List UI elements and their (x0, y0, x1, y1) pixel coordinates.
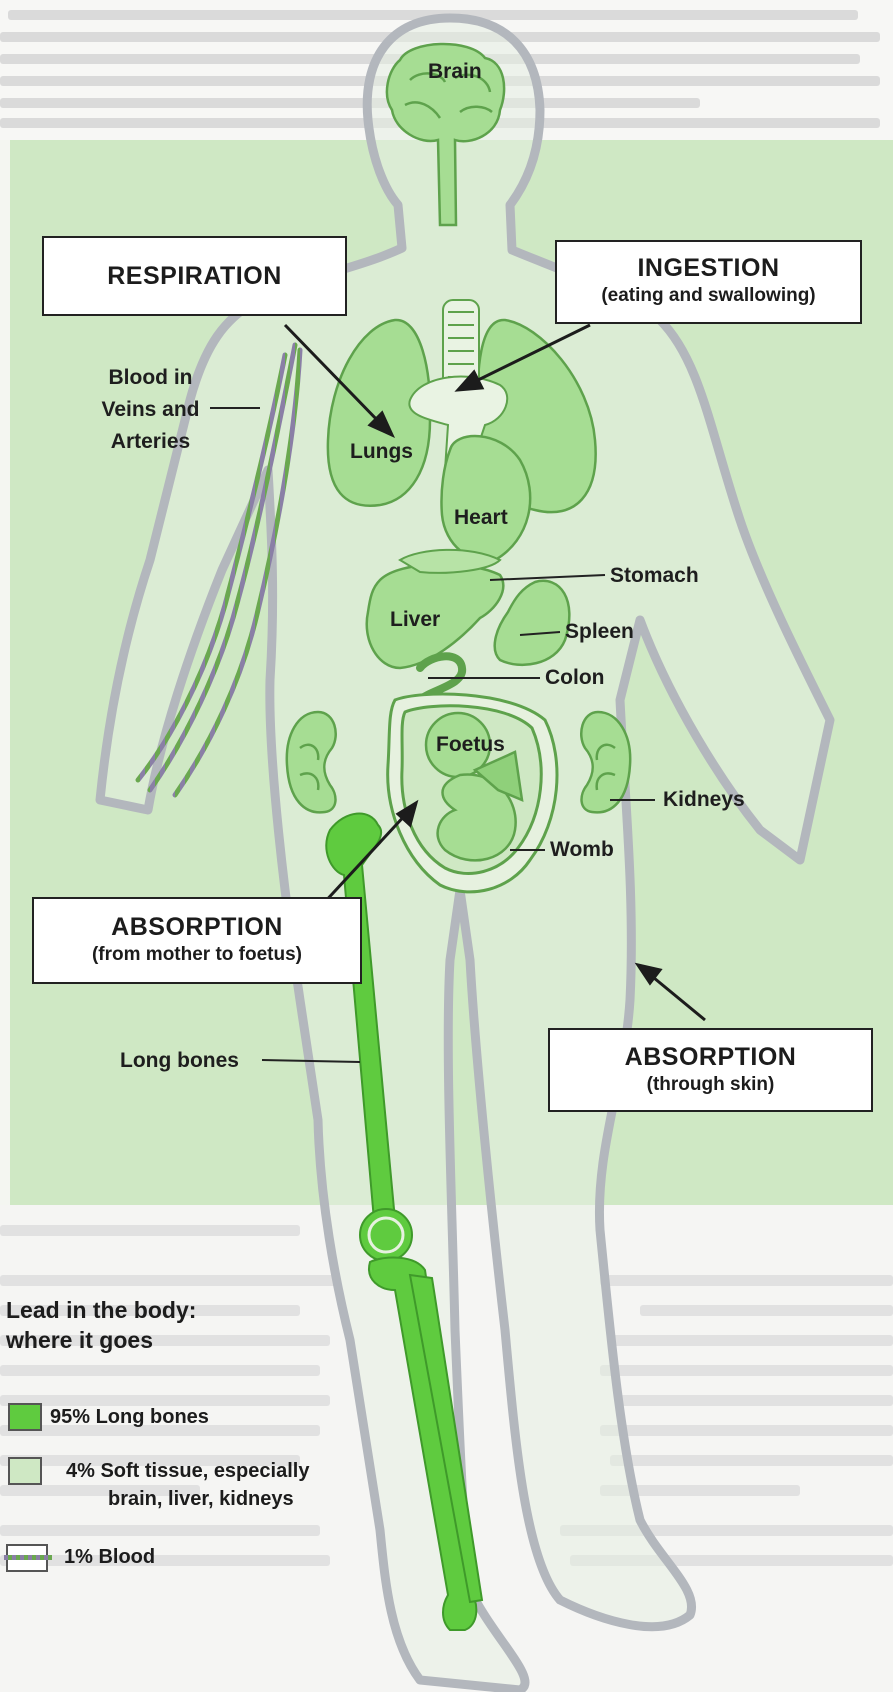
soft-tissue-swatch (8, 1457, 42, 1485)
legend-label-soft-tissue-line1: 4% Soft tissue, especially (66, 1458, 309, 1485)
absorption-skin-subtitle: (through skin) (550, 1074, 871, 1096)
label-blood-line1: Blood in (88, 362, 213, 394)
label-foetus: Foetus (436, 733, 505, 757)
long-bones-swatch (8, 1403, 42, 1431)
absorption-foetus-subtitle: (from mother to foetus) (34, 944, 360, 966)
absorption-foetus-callout: ABSORPTION (from mother to foetus) (32, 897, 362, 984)
heart-organ (441, 436, 530, 561)
label-blood-line2: Veins and (88, 394, 213, 426)
label-heart: Heart (454, 506, 508, 530)
legend-title-line2: where it goes (6, 1325, 306, 1355)
label-lungs: Lungs (350, 440, 413, 464)
ingestion-title: INGESTION (557, 254, 860, 283)
legend-label-soft-tissue-line2: brain, liver, kidneys (108, 1486, 294, 1513)
label-blood: Blood in Veins and Arteries (88, 362, 213, 458)
label-brain: Brain (428, 60, 482, 84)
ingestion-callout: INGESTION (eating and swallowing) (555, 240, 862, 324)
label-kidneys: Kidneys (663, 788, 745, 812)
absorption-foetus-title: ABSORPTION (34, 913, 360, 942)
legend-title: Lead in the body: where it goes (6, 1295, 306, 1355)
blood-swatch (4, 1543, 52, 1573)
respiration-title: RESPIRATION (44, 238, 345, 314)
legend-label-long-bones: 95% Long bones (50, 1404, 209, 1431)
label-womb: Womb (550, 838, 614, 862)
label-blood-line3: Arteries (88, 426, 213, 458)
label-liver: Liver (390, 608, 440, 632)
ingestion-subtitle: (eating and swallowing) (557, 285, 860, 307)
legend-label-blood: 1% Blood (64, 1544, 155, 1571)
label-colon: Colon (545, 666, 604, 690)
label-long-bones: Long bones (120, 1049, 239, 1073)
label-spleen: Spleen (565, 620, 634, 644)
label-stomach: Stomach (610, 564, 699, 588)
absorption-skin-title: ABSORPTION (550, 1043, 871, 1072)
respiration-callout: RESPIRATION (42, 236, 347, 316)
absorption-skin-callout: ABSORPTION (through skin) (548, 1028, 873, 1112)
legend-title-line1: Lead in the body: (6, 1295, 306, 1325)
